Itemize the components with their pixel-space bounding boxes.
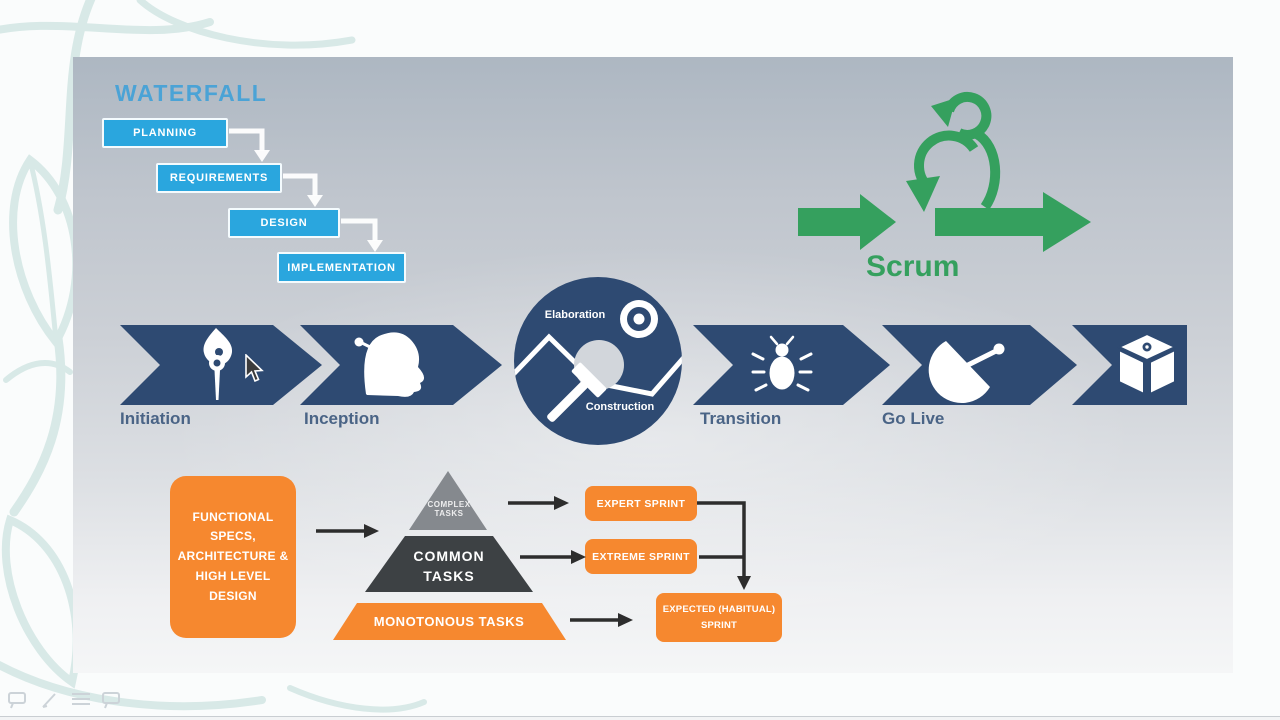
lifecycle-chevrons xyxy=(120,325,1187,405)
waterfall-step-planning: PLANNING xyxy=(102,118,228,148)
pyramid-common-label: COMMON TASKS xyxy=(413,548,485,585)
pyramid-complex-segment xyxy=(409,471,487,530)
mouse-cursor xyxy=(245,354,264,383)
phase-label-transition: Transition xyxy=(700,409,782,428)
pyramid-common-segment xyxy=(365,536,533,592)
hammer-icon xyxy=(547,362,607,422)
phase-label-golive: Go Live xyxy=(882,409,945,428)
arrow-down-icon xyxy=(307,195,323,207)
torch-icon xyxy=(203,328,233,400)
arrow-down-icon xyxy=(737,576,751,590)
bug-icon xyxy=(751,335,813,392)
waterfall-step-design: DESIGN xyxy=(228,208,340,238)
chat-bubble-icon[interactable] xyxy=(8,692,26,709)
arrow-right-icon xyxy=(571,550,586,564)
arrowhead-icon xyxy=(906,176,940,212)
phase-label-initiation: Initiation xyxy=(120,409,191,428)
thinking-head-icon xyxy=(354,332,425,397)
mapping-connectors xyxy=(316,496,751,627)
scrum-sprint-loop-icon xyxy=(798,91,1091,252)
page-bottom-divider xyxy=(0,716,1280,717)
functional-specs-box: FUNCTIONAL SPECS, ARCHITECTURE & HIGH LE… xyxy=(170,476,296,638)
pyramid-monotonous-segment xyxy=(333,603,566,640)
extreme-sprint-box: EXTREME SPRINT xyxy=(585,539,697,574)
chat-bubble-icon[interactable] xyxy=(102,692,120,709)
waterfall-title: WATERFALL xyxy=(115,80,268,106)
arrow-right-icon xyxy=(364,524,379,538)
faint-toolbar xyxy=(8,692,120,709)
waterfall-step-requirements: REQUIREMENTS xyxy=(156,163,282,193)
package-cube-icon xyxy=(1116,332,1178,396)
expected-sprint-box: EXPECTED (HABITUAL) SPRINT xyxy=(656,593,782,642)
phase-label-inception: Inception xyxy=(304,409,380,428)
pencil-icon[interactable] xyxy=(42,693,56,708)
page-bottom-margin xyxy=(0,717,1280,720)
target-icon xyxy=(620,300,658,338)
arrow-down-icon xyxy=(367,240,383,252)
satellite-dish-icon xyxy=(928,341,1005,404)
task-pyramid xyxy=(333,471,566,640)
pyramid-complex-label: COMPLEX TASKS xyxy=(427,500,471,518)
expert-sprint-box: EXPERT SPRINT xyxy=(585,486,697,521)
arrow-right-icon xyxy=(798,194,896,250)
arrow-down-icon xyxy=(254,150,270,162)
scrum-label: Scrum xyxy=(866,250,960,283)
menu-icon[interactable] xyxy=(72,693,90,705)
wheel-elaboration-label: Elaboration xyxy=(544,309,606,321)
waterfall-step-implementation: IMPLEMENTATION xyxy=(277,252,406,283)
waterfall-connector-arrows xyxy=(229,128,383,252)
arrow-right-icon xyxy=(935,192,1091,252)
arrow-right-icon xyxy=(554,496,569,510)
chevron-golive xyxy=(882,325,1077,405)
wheel-construction-label: Construction xyxy=(585,401,655,413)
elaboration-construction-wheel xyxy=(514,277,682,445)
arrow-right-icon xyxy=(618,613,633,627)
pyramid-monotonous-label: MONOTONOUS TASKS xyxy=(373,614,525,629)
